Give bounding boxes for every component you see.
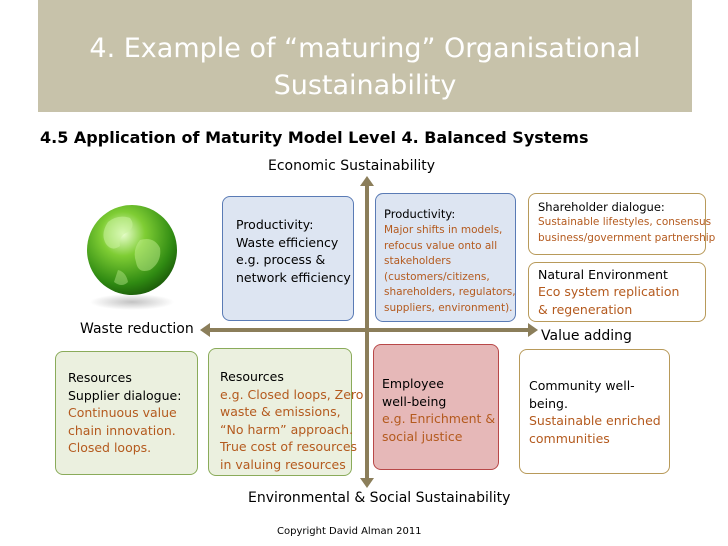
productivity-shift-text: Major shifts in models, refocus value on… <box>384 223 516 316</box>
text-line: refocus value onto all <box>384 239 498 252</box>
natural-text: Eco system replication & regeneration <box>538 283 679 318</box>
text-line: network efficiency <box>236 269 351 285</box>
community-text: Community well- being. Sustainable enric… <box>529 377 661 447</box>
copyright-notice: Copyright David Alman 2011 <box>277 526 422 537</box>
page-title: 4. Example of “maturing” Organisational … <box>38 30 692 104</box>
text-line: Resources <box>68 370 132 385</box>
text-line: stakeholders <box>384 255 452 267</box>
shareholder-heading: Shareholder dialogue: <box>538 200 665 214</box>
text-line: Eco system replication <box>538 284 680 299</box>
text-line: & regeneration <box>538 301 633 317</box>
text-line: waste & emissions, <box>220 404 341 419</box>
text-line: suppliers, environment). <box>384 301 513 314</box>
text-line: in valuing resources <box>220 456 346 472</box>
text-line: business/government partnership <box>538 231 716 244</box>
text-line: (customers/citizens, <box>384 270 490 283</box>
axis-label-bottom: Environmental & Social Sustainability <box>248 490 511 506</box>
text-line: Productivity: <box>236 217 314 232</box>
productivity-efficiency-text: Productivity: Waste efficiency e.g. proc… <box>236 216 351 286</box>
text-line: communities <box>529 430 610 446</box>
axis-label-left: Waste reduction <box>80 321 194 337</box>
text-line: e.g. process & <box>236 252 326 267</box>
shareholder-text: Sustainable lifestyles, consensus busine… <box>538 215 715 246</box>
productivity-shift-heading: Productivity: <box>384 207 456 221</box>
text-line: Major shifts in models, <box>384 224 503 236</box>
box-employee-wellbeing: Employee well-being e.g. Enrichment & so… <box>373 344 499 470</box>
text-line: chain innovation. <box>68 422 176 438</box>
text-line: Employee <box>382 376 444 391</box>
text-line: social justice <box>382 428 463 444</box>
supplier-text: Resources Supplier dialogue: Continuous … <box>68 369 181 457</box>
text-line: Community well- <box>529 378 635 393</box>
text-line: e.g. Enrichment & <box>382 411 496 426</box>
text-line: Supplier dialogue: <box>68 387 182 403</box>
text-line: being. <box>529 395 568 411</box>
text-line: Closed loops. <box>68 440 152 455</box>
box-productivity-shift: Productivity: Major shifts in models, re… <box>375 193 516 322</box>
title-banner: 4. Example of “maturing” Organisational … <box>38 0 692 112</box>
title-line-2: Sustainability <box>273 70 457 101</box>
box-community-wellbeing: Community well- being. Sustainable enric… <box>519 349 670 474</box>
box-shareholder-dialogue: Shareholder dialogue: Sustainable lifest… <box>528 193 715 255</box>
text-line: True cost of resources <box>220 439 358 454</box>
horizontal-axis-arrow <box>200 323 538 337</box>
text-line: e.g. Closed loops, Zero <box>220 386 364 402</box>
text-line: Sustainable enriched <box>529 413 661 428</box>
text-line: shareholders, regulators, <box>384 286 516 298</box>
box-productivity-efficiency: Productivity: Waste efficiency e.g. proc… <box>222 196 354 321</box>
text-line: Continuous value <box>68 405 177 420</box>
text-line: “No harm” approach. <box>220 421 354 437</box>
text-line: Sustainable lifestyles, consensus <box>538 216 712 228</box>
resources-text: Resources e.g. Closed loops, Zero waste … <box>220 368 363 473</box>
box-supplier-dialogue: Resources Supplier dialogue: Continuous … <box>55 351 198 475</box>
natural-heading: Natural Environment <box>538 267 668 282</box>
box-resources-closed-loops: Resources e.g. Closed loops, Zero waste … <box>208 348 363 476</box>
axis-label-top: Economic Sustainability <box>268 158 436 174</box>
text-line: well-being <box>382 393 447 409</box>
axis-label-right: Value adding <box>541 328 632 344</box>
section-subtitle: 4.5 Application of Maturity Model Level … <box>40 128 589 147</box>
text-line: Waste efficiency <box>236 234 339 250</box>
title-line-1: 4. Example of “maturing” Organisational <box>89 33 641 64</box>
box-natural-environment: Natural Environment Eco system replicati… <box>528 262 706 322</box>
text-line: Resources <box>220 369 284 384</box>
employee-text: Employee well-being e.g. Enrichment & so… <box>382 375 495 445</box>
